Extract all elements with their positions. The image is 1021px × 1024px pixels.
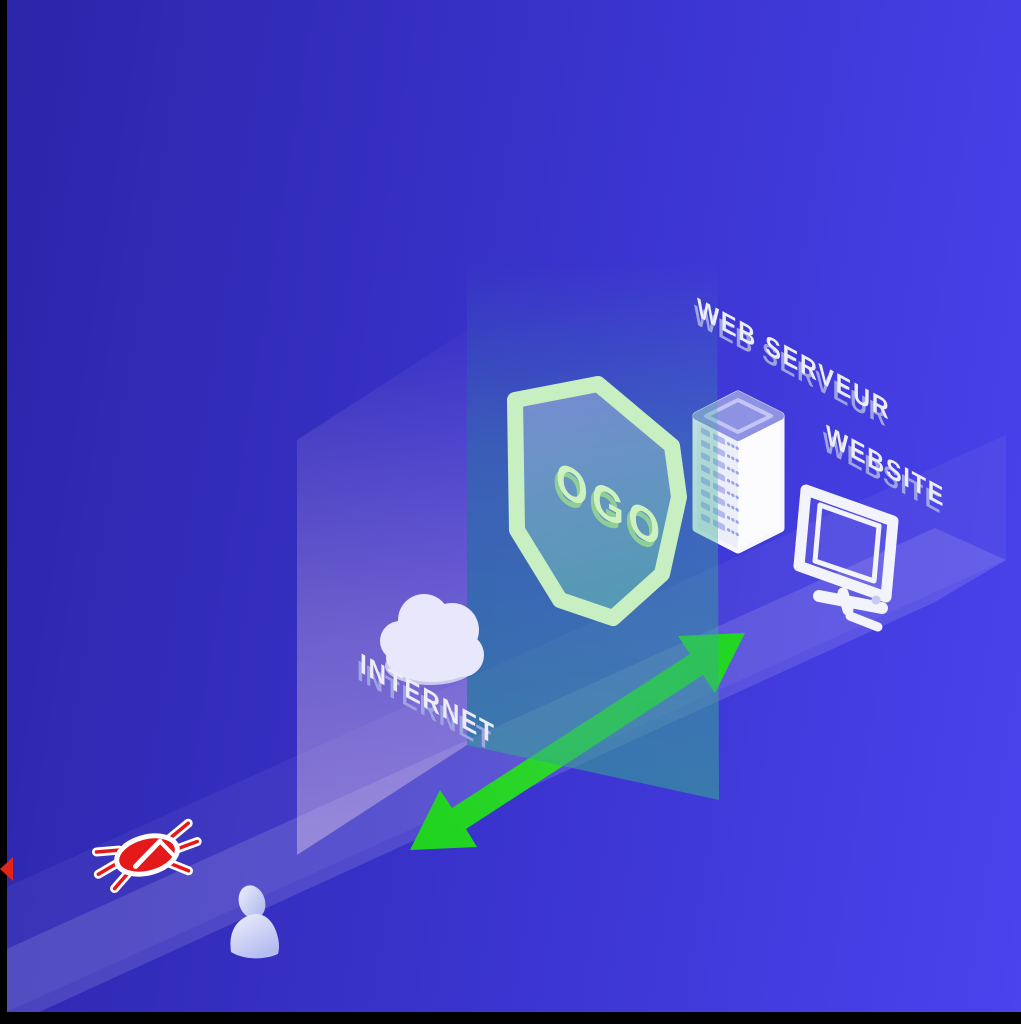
internet-cloud-icon — [380, 594, 484, 685]
purple-wall — [297, 330, 467, 855]
website-monitor-icon — [793, 484, 899, 632]
bottom-frame-bar — [0, 1012, 1021, 1024]
ogo-shield-icon: OGO OGO — [507, 376, 687, 626]
malware-bug-icon — [91, 818, 202, 894]
user-person-icon — [230, 885, 279, 959]
left-edge-marker-icon — [0, 857, 13, 881]
left-frame-bar — [0, 0, 7, 1024]
